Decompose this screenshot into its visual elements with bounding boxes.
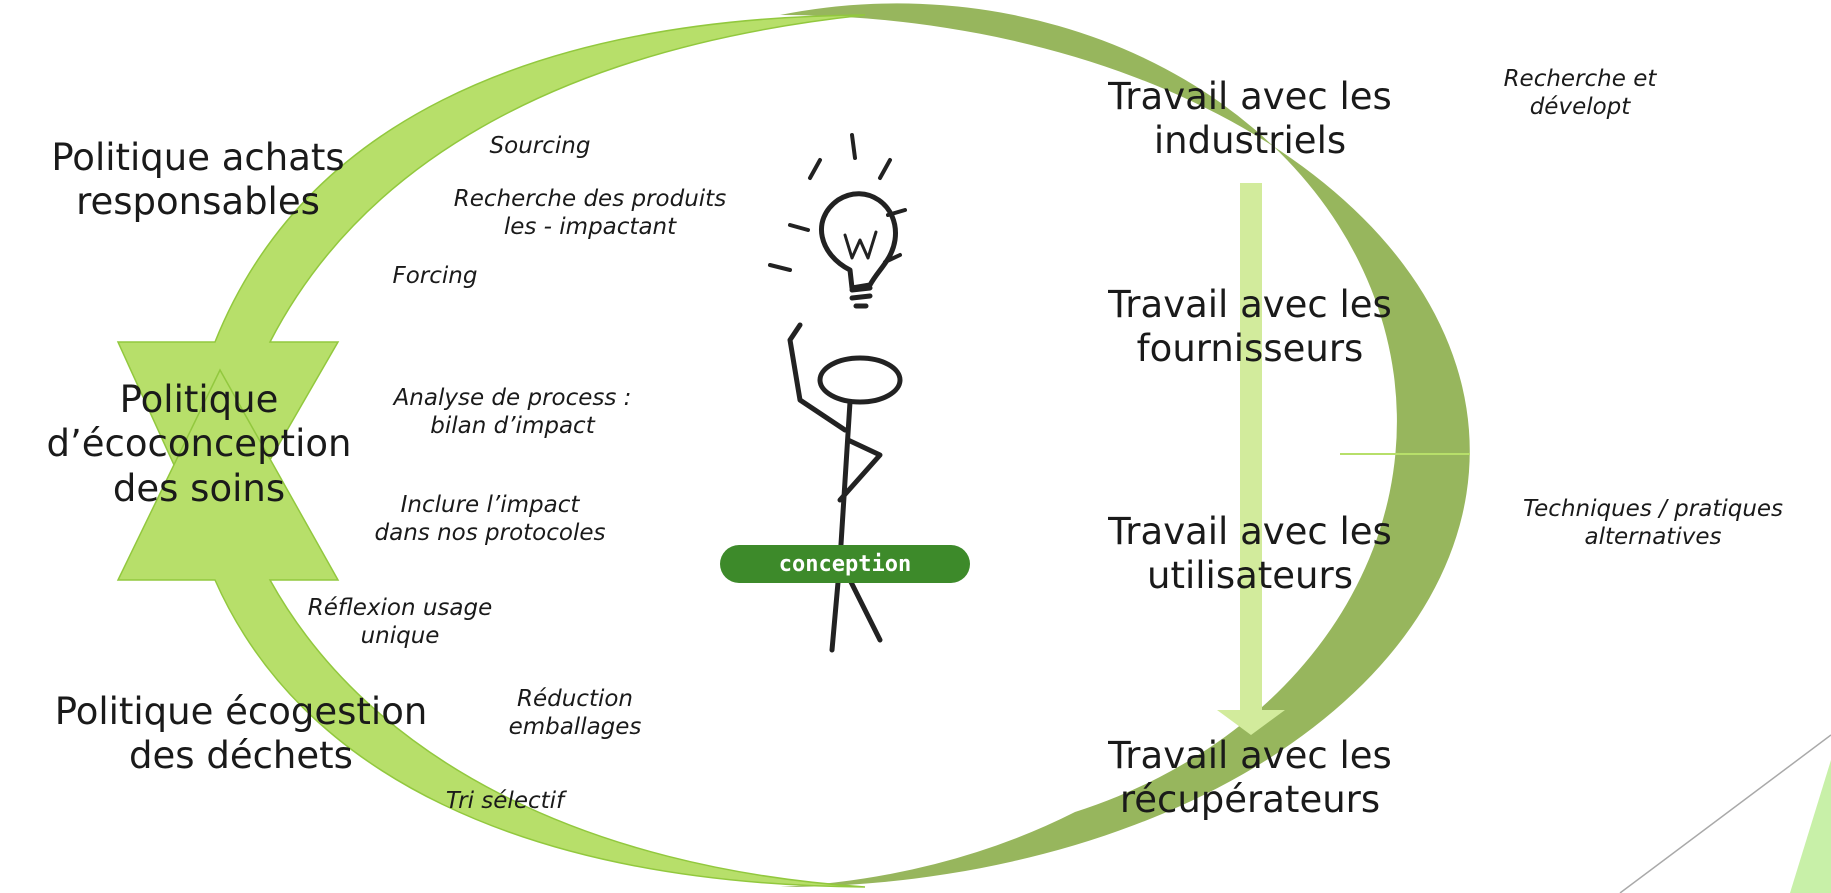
note-analyse-process: Analyse de process : bilan d’impact: [360, 385, 665, 440]
policy-ecogestion-label: Politique écogestion des déchets: [16, 690, 466, 779]
work-fournisseurs-line1: Travail avec les: [1108, 283, 1392, 326]
work-fournisseurs-label: Travail avec les fournisseurs: [1060, 283, 1440, 372]
note-inclure-impact: Inclure l’impact dans nos protocoles: [340, 492, 640, 547]
note-reflexion-usage-line2: unique: [360, 622, 440, 649]
right-down-arrow: [1217, 183, 1285, 735]
policy-ecoconception-line3: des soins: [112, 466, 286, 510]
note-recherche-developt: Recherche et dévelopt: [1450, 66, 1710, 121]
work-utilisateurs-line1: Travail avec les: [1108, 510, 1392, 553]
note-reduction-emballages: Réduction emballages: [480, 686, 670, 741]
note-recherche-produits-line2: les - impactant: [503, 213, 677, 240]
note-techniques-alternatives-line2: alternatives: [1584, 523, 1722, 550]
policy-ecoconception-line2: d’écoconception: [46, 422, 352, 466]
note-recherche-developt-line2: dévelopt: [1529, 93, 1631, 120]
note-inclure-impact-line2: dans nos protocoles: [374, 519, 606, 546]
corner-accent-line: [1619, 734, 1831, 893]
conception-badge-icon: conception: [720, 545, 970, 583]
work-recuperateurs-label: Travail avec les récupérateurs: [1060, 734, 1440, 823]
work-recuperateurs-line2: récupérateurs: [1119, 778, 1381, 822]
note-reflexion-usage-line1: Réflexion usage: [307, 595, 493, 621]
policy-ecoconception-label: Politique d’écoconception des soins: [14, 378, 384, 511]
note-recherche-produits-line1: Recherche des produits: [453, 186, 727, 212]
note-reduction-emballages-line1: Réduction: [516, 686, 633, 712]
note-reflexion-usage: Réflexion usage unique: [280, 595, 520, 650]
policy-achats-line1: Politique achats: [51, 136, 345, 179]
note-reduction-emballages-line2: emballages: [508, 713, 642, 740]
note-techniques-alternatives-line1: Techniques / pratiques: [1522, 496, 1784, 522]
note-tri-selectif-text: Tri sélectif: [445, 788, 565, 814]
note-tri-selectif: Tri sélectif: [420, 788, 590, 816]
work-fournisseurs-line2: fournisseurs: [1136, 327, 1364, 371]
policy-ecoconception-line1: Politique: [119, 378, 279, 421]
left-lower-arrow: [116, 368, 866, 888]
work-industriels-label: Travail avec les industriels: [1060, 75, 1440, 164]
note-recherche-developt-line1: Recherche et: [1503, 66, 1657, 92]
note-analyse-process-line2: bilan d’impact: [430, 412, 595, 439]
note-sourcing-text: Sourcing: [489, 133, 591, 159]
work-industriels-line1: Travail avec les: [1108, 75, 1392, 118]
work-utilisateurs-label: Travail avec les utilisateurs: [1060, 510, 1440, 599]
work-recuperateurs-line1: Travail avec les: [1108, 734, 1392, 777]
policy-ecogestion-line1: Politique écogestion: [54, 690, 428, 733]
note-analyse-process-line1: Analyse de process :: [393, 385, 632, 411]
badge-text: conception: [779, 552, 911, 577]
note-forcing-text: Forcing: [392, 263, 478, 289]
policy-achats-label: Politique achats responsables: [18, 136, 378, 225]
policy-achats-line2: responsables: [76, 180, 320, 224]
note-sourcing: Sourcing: [430, 133, 650, 161]
note-inclure-impact-line1: Inclure l’impact: [400, 492, 580, 518]
work-industriels-line2: industriels: [1153, 119, 1347, 163]
policy-ecogestion-line2: des déchets: [129, 734, 353, 778]
note-forcing: Forcing: [360, 263, 510, 291]
note-recherche-produits: Recherche des produits les - impactant: [415, 186, 765, 241]
corner-accent-fill: [1790, 760, 1831, 893]
note-techniques-alternatives: Techniques / pratiques alternatives: [1478, 496, 1828, 551]
work-utilisateurs-line2: utilisateurs: [1147, 554, 1353, 598]
